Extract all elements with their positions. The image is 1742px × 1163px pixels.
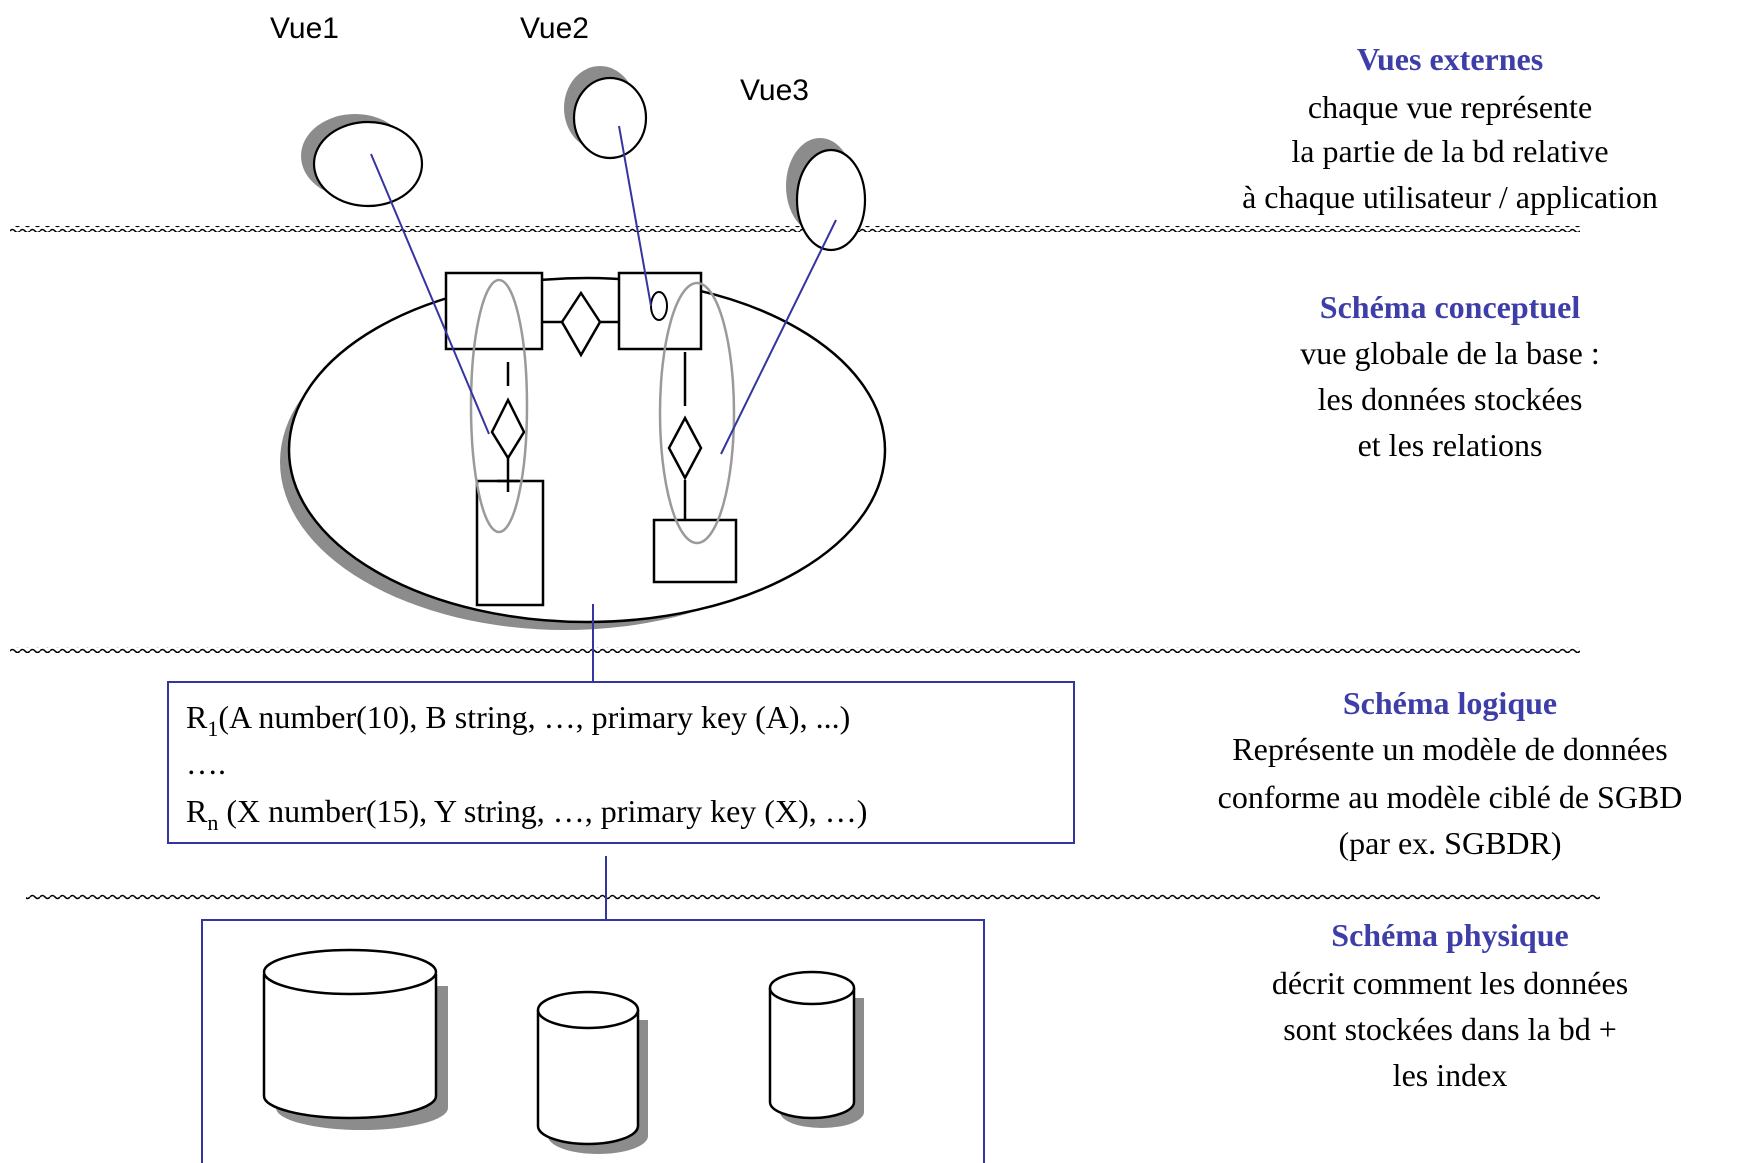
entity-box-bottom-right [652,518,738,584]
layer-external-line: à chaque utilisateur / application [1242,179,1658,215]
layer-external-line: chaque vue représente [1308,89,1592,125]
layer-physical-line: sont stockées dans la bd + [1283,1011,1617,1047]
vue2-ellipse [564,66,648,160]
layer-external-line: la partie de la bd relative [1291,133,1608,169]
vue3-label: Vue3 [740,74,809,107]
layer-logical-line: conforme au modèle ciblé de SGBD [1218,779,1683,815]
layer-physical-line: les index [1393,1057,1508,1093]
logical-schema-box [167,681,1075,844]
vue2-label: Vue2 [520,12,589,45]
separator-logical-physical [26,894,1600,900]
layer-conceptual-line: les données stockées [1318,381,1583,417]
layer-physical-line: décrit comment les données [1272,965,1628,1001]
view-selection-ellipse-right [658,281,736,545]
layer-conceptual-description: Schéma conceptuel vue globale de la base… [1300,289,1599,463]
layer-physical-title: Schéma physique [1331,917,1568,953]
view-links [370,125,837,455]
logical-relation-ellipsis: …. [186,745,226,781]
layer-conceptual-line: vue globale de la base : [1300,335,1599,371]
entity-box-bottom-left [475,479,545,607]
layer-conceptual-line: et les relations [1358,427,1543,463]
separator-conceptual-logical [10,647,1580,653]
logical-relation-rn: Rn (X number(15), Y string, …, primary k… [186,793,867,835]
layer-conceptual-title: Schéma conceptuel [1320,289,1581,325]
vue1-ellipse [301,114,424,208]
vue1-label: Vue1 [270,12,339,45]
layer-logical-line: Représente un modèle de données [1232,731,1667,767]
layer-logical-title: Schéma logique [1343,685,1557,721]
storage-cylinder-large [262,948,448,1130]
layer-external-title: Vues externes [1357,41,1543,77]
vue3-ellipse [786,138,867,252]
layer-logical-line: (par ex. SGBDR) [1338,825,1561,861]
attribute-oval [650,291,668,321]
er-connectors [497,320,687,520]
relationship-diamond-right [667,415,703,481]
view-selection-ellipse-left [469,278,529,534]
layer-external-description: Vues externes chaque vue représente la p… [1242,41,1658,215]
relationship-diamond-top [560,290,602,358]
physical-schema-box [201,919,985,1163]
layer-physical-description: Schéma physique décrit comment les donné… [1272,917,1628,1093]
relationship-diamond-left [490,397,526,461]
storage-cylinder-small [768,970,864,1128]
layer-logical-description: Schéma logique Représente un modèle de d… [1218,685,1683,861]
logical-relation-r1: R1(A number(10), B string, …, primary ke… [186,699,850,741]
separator-external-conceptual [10,226,1580,232]
storage-cylinder-medium [536,990,648,1154]
entity-box-top-left [444,271,544,351]
